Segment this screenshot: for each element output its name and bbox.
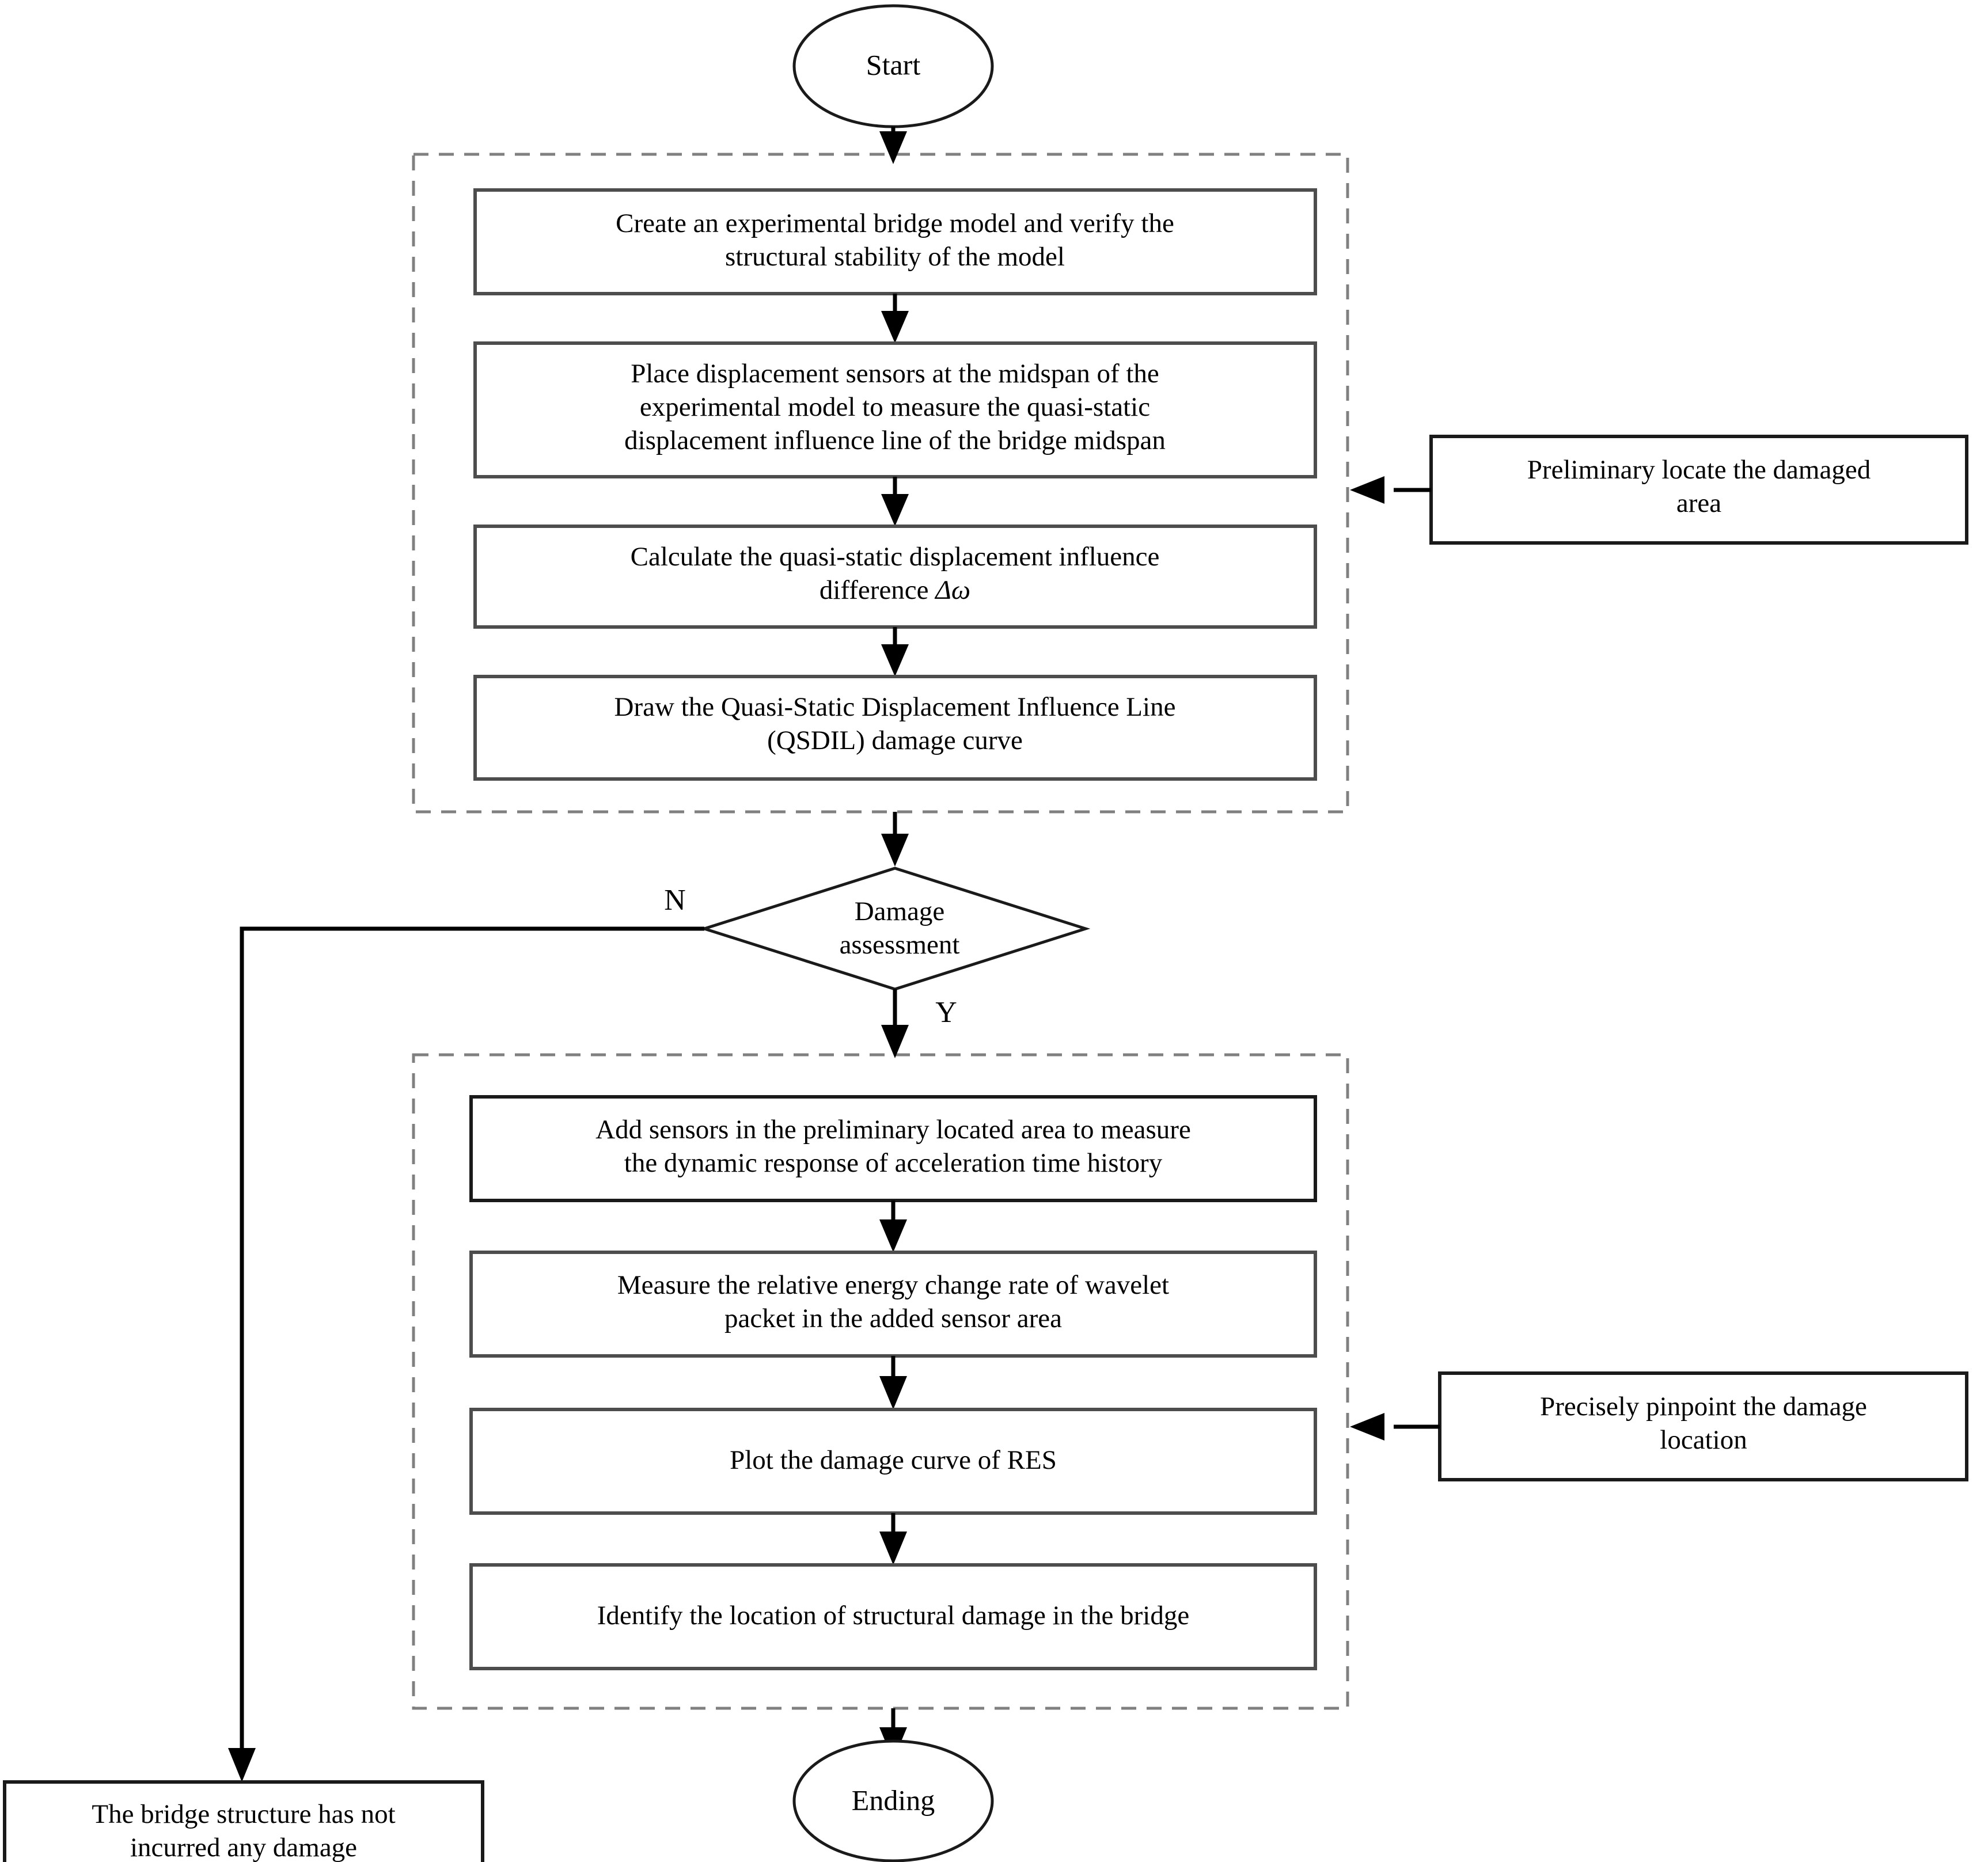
arrowhead-yes-branch: [881, 1025, 909, 1058]
box-create-model-line-2: structural stability of the model: [725, 242, 1065, 272]
box-calculate-difference: [473, 525, 1317, 629]
stage2-dashed-container: [412, 1053, 1349, 1710]
box-create-model-line-1: Create an experimental bridge model and …: [616, 208, 1174, 238]
stage1-dashed-container: [412, 153, 1349, 814]
box-add-sensors-line-1: Add sensors in the preliminary located a…: [595, 1115, 1191, 1145]
decision-label-line-2: assessment: [840, 930, 960, 960]
arrowhead-annotation2: [1350, 1413, 1384, 1441]
decision-label-line-1: Damage: [855, 896, 945, 926]
arrowhead-7-8: [879, 1532, 907, 1565]
box-place-sensors: [473, 341, 1317, 478]
arrowhead-no-branch: [228, 1748, 256, 1782]
box-draw-qsdil: [473, 675, 1317, 781]
box-preliminary-locate: [1429, 435, 1968, 545]
box-preliminary-locate-line-2: area: [1676, 488, 1721, 518]
box-calculate-difference-line-2: difference Δω: [820, 575, 970, 605]
box-identify-location: [469, 1563, 1317, 1670]
box-no-damage-line-2: incurred any damage: [130, 1833, 357, 1862]
box-create-model: [473, 188, 1317, 295]
box-add-sensors-line-2: the dynamic response of acceleration tim…: [624, 1148, 1163, 1178]
box-precisely-pinpoint-line-1: Precisely pinpoint the damage: [1540, 1392, 1867, 1422]
arrowhead-6-7: [879, 1376, 907, 1409]
box-calculate-difference-line-1: Calculate the quasi-static displacement …: [631, 542, 1160, 572]
calc-line-1-text: Calculate the quasi-static displacement …: [631, 542, 1160, 572]
start-label: Start: [866, 48, 921, 81]
calc-line-2-text: difference: [820, 575, 935, 605]
delta-omega-symbol: Δω: [934, 575, 970, 605]
box-plot-res: [469, 1408, 1317, 1515]
box-place-sensors-line-3: displacement influence line of the bridg…: [624, 425, 1166, 455]
box-measure-res: [469, 1251, 1317, 1358]
arrowhead-1-2: [881, 311, 909, 343]
box-place-sensors-line-1: Place displacement sensors at the midspa…: [631, 359, 1159, 389]
arrowhead-2-3: [881, 494, 909, 526]
decision-damage-assessment: [699, 867, 1091, 991]
end-terminator: [792, 1739, 994, 1862]
box-precisely-pinpoint-line-2: location: [1660, 1425, 1747, 1455]
box-identify-location-line-1: Identify the location of structural dama…: [597, 1601, 1189, 1631]
arrowhead-start-to-stage1: [879, 131, 907, 164]
box-no-damage-line-1: The bridge structure has not: [92, 1799, 395, 1829]
box-add-sensors: [469, 1095, 1317, 1202]
arrowhead-annotation1: [1350, 476, 1384, 504]
box-no-damage: [3, 1780, 484, 1862]
box-draw-qsdil-line-1: Draw the Quasi-Static Displacement Influ…: [614, 692, 1176, 722]
arrowhead-3-4: [881, 644, 909, 677]
box-measure-res-line-2: packet in the added sensor area: [724, 1304, 1062, 1333]
box-measure-res-line-1: Measure the relative energy change rate …: [617, 1270, 1169, 1300]
connector-no-branch: [240, 926, 704, 1757]
decision-no-label: N: [664, 884, 686, 917]
end-label: Ending: [852, 1784, 935, 1816]
box-place-sensors-line-2: experimental model to measure the quasi-…: [640, 392, 1150, 422]
decision-yes-label: Y: [935, 996, 957, 1029]
box-draw-qsdil-line-2: (QSDIL) damage curve: [767, 725, 1023, 755]
box-precisely-pinpoint: [1438, 1371, 1968, 1481]
box-plot-res-line-1: Plot the damage curve of RES: [730, 1445, 1057, 1475]
box-preliminary-locate-line-1: Preliminary locate the damaged: [1527, 455, 1871, 485]
arrowhead-stage1-to-decision: [881, 834, 909, 867]
arrowhead-5-6: [879, 1219, 907, 1252]
